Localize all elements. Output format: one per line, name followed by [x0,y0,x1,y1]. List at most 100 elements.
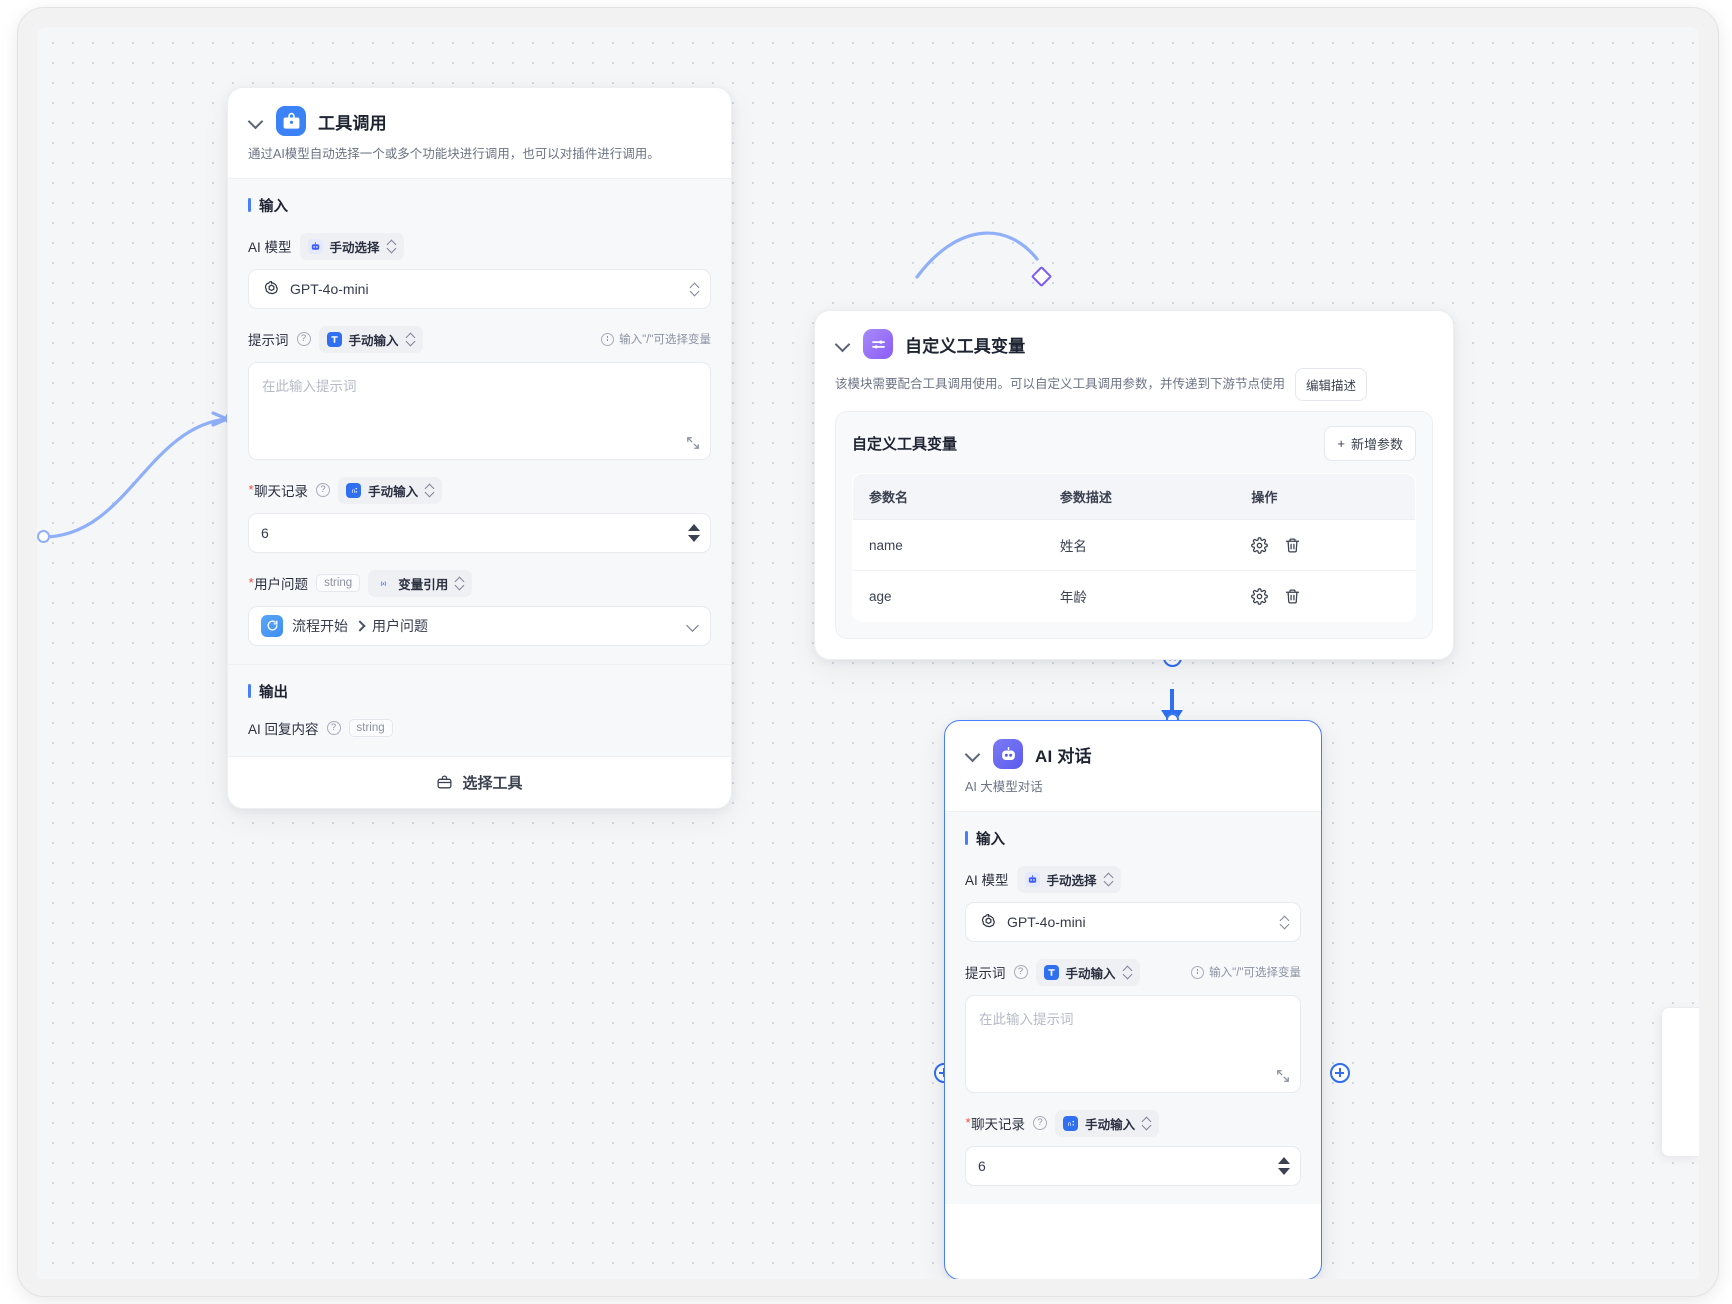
node-tool-vars-header: 自定义工具变量 该模块需要配合工具调用使用。可以自定义工具调用参数，并传递到下游… [815,311,1453,411]
chat-history-number-input[interactable]: 6 [248,512,711,553]
help-icon[interactable]: ? [1033,1116,1048,1131]
stepper-down-icon[interactable] [1278,1167,1290,1175]
number-stepper[interactable] [1278,1147,1290,1185]
field-user-question: *用户问题 string {x} 变量引用 [248,569,711,646]
expand-icon[interactable] [1276,1069,1290,1083]
number-icon: n [346,482,362,498]
prompt-placeholder: 在此输入提示词 [979,1011,1074,1027]
output-section: 输出 AI 回复内容 ? string [228,663,731,756]
th-param-name: 参数名 [853,474,1044,520]
trash-icon[interactable] [1284,588,1301,605]
user-question-dropdown-icon[interactable] [687,607,699,645]
robot-face-icon [993,739,1023,769]
cell-param-name: name [853,519,1044,571]
info-icon [1191,965,1205,979]
input-section: 输入 AI 模型 手动选择 [945,810,1321,1204]
ai-model-dropdown-arrows[interactable] [1280,903,1289,941]
user-question-ref: 流程开始 用户问题 [292,616,428,636]
prompt-hint-text: 输入"/"可选择变量 [619,334,711,347]
prompt-hint: 输入"/"可选择变量 [1191,964,1301,980]
stepper-down-icon[interactable] [688,534,700,542]
node-description-row: 该模块需要配合工具调用使用。可以自定义工具调用参数，并传递到下游节点使用 编辑描… [835,368,1433,411]
chat-history-number-input[interactable]: 6 [965,1145,1301,1186]
th-param-desc: 参数描述 [1043,474,1236,520]
field-chat-history: *聊天记录 ? n 手动输入 6 [248,476,711,553]
ai-model-select[interactable]: GPT-4o-mini [965,901,1301,942]
panel-header: 自定义工具变量 + 新增参数 [836,412,1432,473]
help-icon[interactable]: ? [326,720,341,735]
ref-source: 流程开始 [292,617,348,634]
node-tool-call[interactable]: 工具调用 通过AI模型自动选择一个或多个功能块进行调用，也可以对插件进行调用。 … [227,87,732,809]
ai-model-dropdown-arrows[interactable] [690,270,699,308]
collapse-chevron-icon[interactable] [835,336,851,352]
prompt-textarea[interactable]: 在此输入提示词 [248,361,711,460]
chat-history-mode-select[interactable]: n 手动输入 [1055,1109,1160,1137]
gear-icon[interactable] [1251,587,1269,605]
output-row: AI 回复内容 ? string [248,718,711,738]
help-icon[interactable]: ? [1013,965,1028,980]
openai-icon [978,912,998,932]
user-question-type-tag: string [316,574,361,593]
user-question-mode-select[interactable]: {x} 变量引用 [368,569,473,597]
ai-model-mode-select[interactable]: 手动选择 [299,232,404,260]
node-ai-chat[interactable]: AI 对话 AI 大模型对话 输入 AI 模型 [944,720,1322,1279]
help-icon[interactable]: ? [296,332,311,347]
ai-model-value: GPT-4o-mini [290,280,369,297]
output-label: AI 回复内容 [248,721,319,737]
output-section-title-row: 输出 [248,681,711,702]
chat-history-mode-label: 手动输入 [1085,1117,1136,1132]
variable-icon: {x} [376,576,391,591]
ref-field: 用户问题 [372,617,428,634]
table-row[interactable]: name 姓名 [853,519,1415,571]
number-stepper[interactable] [688,514,700,552]
svg-text:{x}: {x} [381,581,387,586]
ai-model-label: AI 模型 [965,873,1009,889]
collapse-chevron-icon[interactable] [965,746,981,762]
robot-icon [307,238,323,254]
prompt-mode-select[interactable]: 手动输入 [318,325,423,353]
output-type-tag: string [348,718,393,737]
sliders-icon [863,329,893,359]
user-question-variable-select[interactable]: 流程开始 用户问题 [248,605,711,646]
user-question-mode-label: 变量引用 [398,577,449,592]
node-description: 通过AI模型自动选择一个或多个功能块进行调用，也可以对插件进行调用。 [248,147,660,161]
field-prompt: 提示词 ? 手动输入 输入"/"可选择变量 [248,325,711,460]
side-panel-peek[interactable] [1661,1007,1699,1157]
section-accent-bar [248,198,251,213]
ai-model-value: GPT-4o-mini [1007,913,1086,930]
prompt-mode-select[interactable]: 手动输入 [1035,958,1140,986]
prompt-textarea[interactable]: 在此输入提示词 [965,994,1301,1093]
ai-model-label: AI 模型 [248,240,292,256]
ai-model-select[interactable]: GPT-4o-mini [248,268,711,309]
table-row[interactable]: age 年龄 [853,571,1415,622]
prompt-mode-label: 手动输入 [348,333,399,348]
cell-actions [1235,571,1415,622]
stepper-up-icon[interactable] [1278,1156,1290,1164]
input-section-title: 输入 [976,831,1005,848]
expand-icon[interactable] [686,436,700,450]
section-accent-bar [965,831,968,846]
edge-source-handle-left[interactable] [37,530,50,543]
text-icon [1043,964,1059,980]
chat-history-mode-select[interactable]: n 手动输入 [338,476,443,504]
add-node-handle-right[interactable] [1330,1063,1350,1083]
add-param-button[interactable]: + 新增参数 [1324,426,1416,461]
prompt-hint: 输入"/"可选择变量 [601,331,711,347]
collapse-chevron-icon[interactable] [248,113,264,129]
workflow-canvas-screen: 工具调用 通过AI模型自动选择一个或多个功能块进行调用，也可以对插件进行调用。 … [37,27,1699,1279]
cell-param-desc: 姓名 [1043,519,1236,571]
stepper-up-icon[interactable] [688,523,700,531]
node-custom-tool-vars[interactable]: 自定义工具变量 该模块需要配合工具调用使用。可以自定义工具调用参数，并传递到下游… [814,310,1454,660]
gear-icon[interactable] [1251,536,1269,554]
svg-text:n: n [1068,1122,1071,1128]
ai-model-mode-select[interactable]: 手动选择 [1016,865,1121,893]
help-icon[interactable]: ? [316,483,331,498]
edit-description-button[interactable]: 编辑描述 [1295,368,1368,401]
chevron-updown-icon [425,483,434,497]
trash-icon[interactable] [1284,537,1301,554]
panel-title: 自定义工具变量 [852,436,958,453]
ai-model-mode-label: 手动选择 [1046,873,1097,888]
select-tool-button[interactable]: 选择工具 [228,755,731,808]
prompt-placeholder: 在此输入提示词 [262,378,357,394]
